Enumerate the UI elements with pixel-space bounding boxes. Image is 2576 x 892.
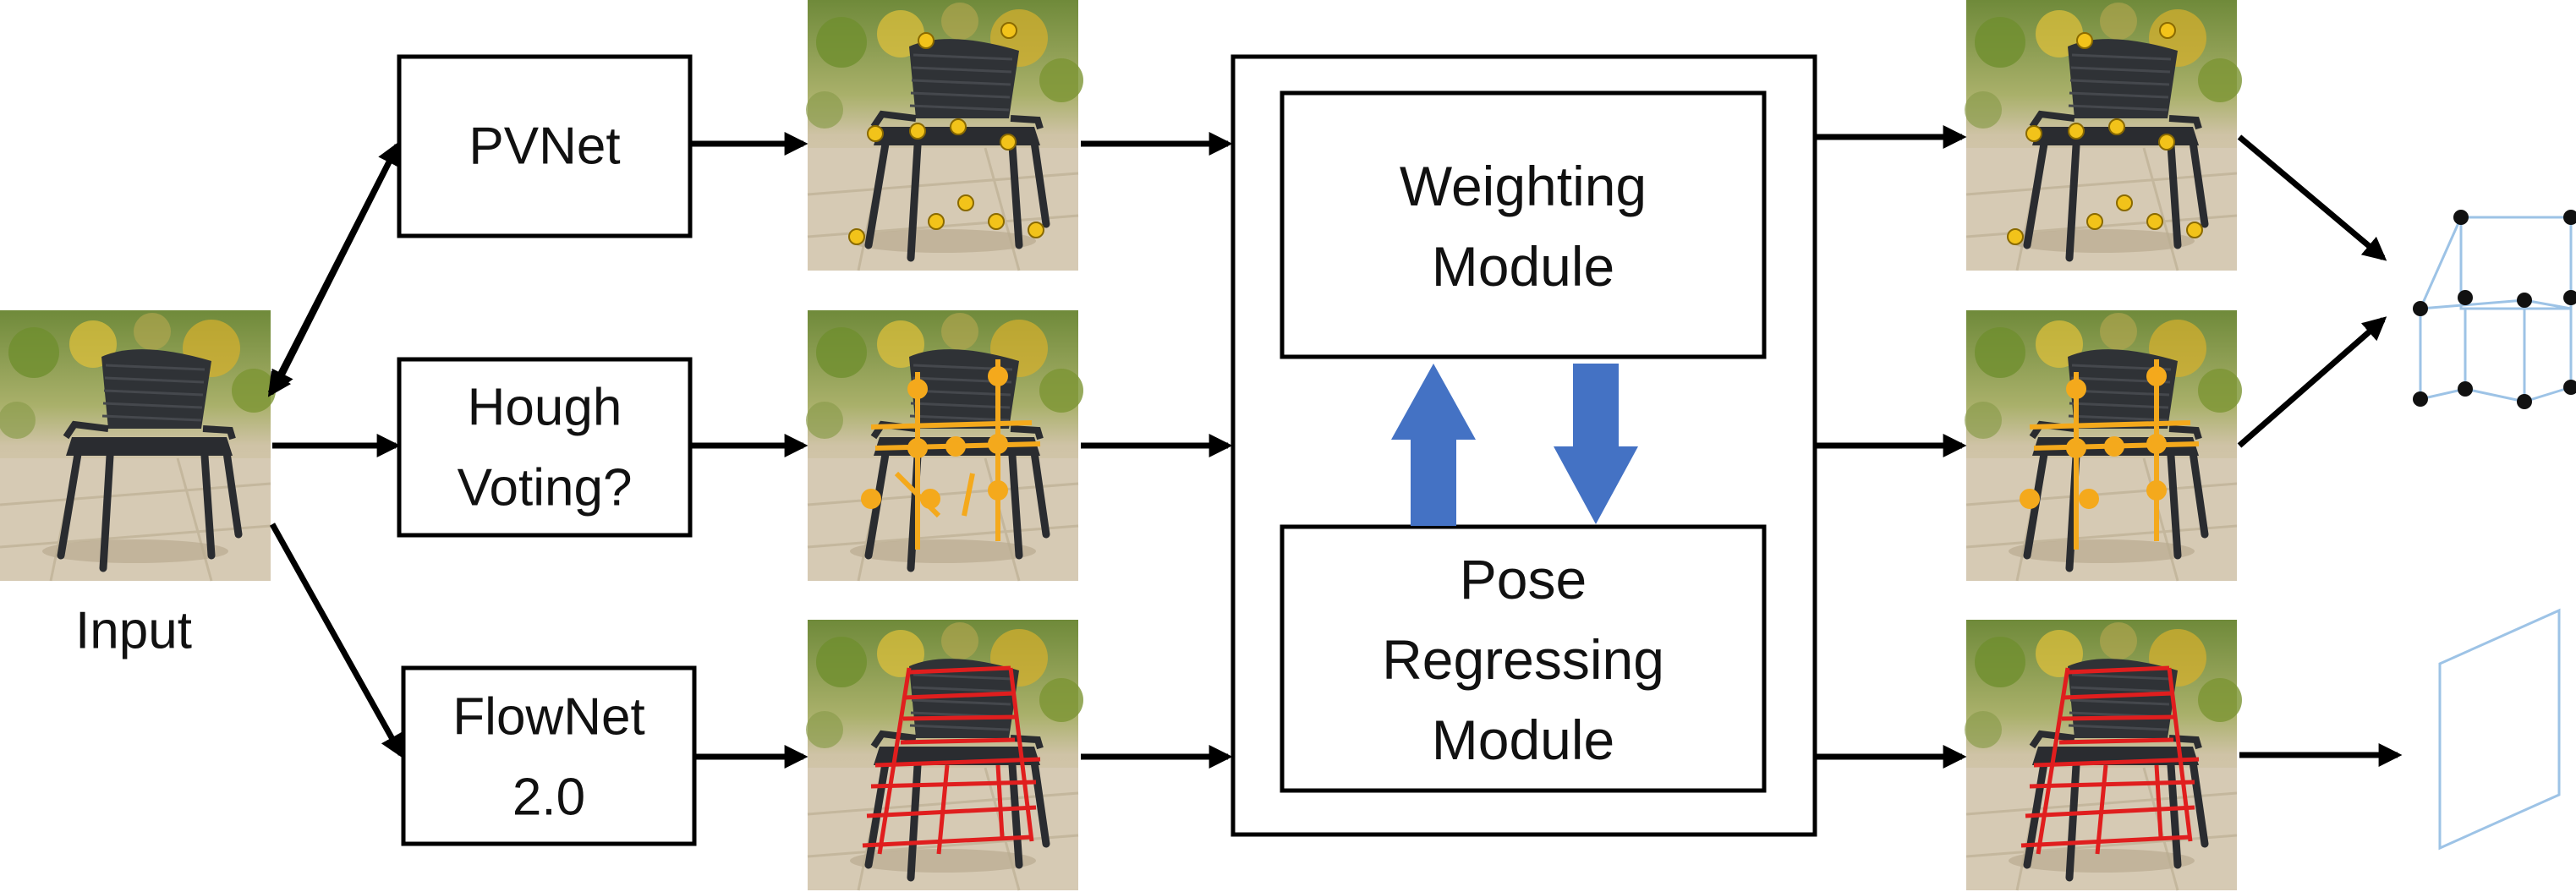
weighting-label-line1: Weighting xyxy=(1400,155,1647,217)
flow-overlay xyxy=(862,665,1041,855)
keypoint-wireframe-box-icon xyxy=(2413,210,2576,409)
weighting-module-box xyxy=(1280,90,1767,359)
pvnet-box xyxy=(397,54,693,238)
hough-voting-box xyxy=(397,357,693,538)
pose-label-line2: Regressing xyxy=(1382,628,1664,691)
plane-outline-icon xyxy=(2438,608,2561,851)
blue-up-arrow-icon xyxy=(1391,364,1476,526)
input-label: Input xyxy=(75,602,192,660)
keypoint-overlay xyxy=(2007,22,2203,245)
hough-label-line2: Voting? xyxy=(458,459,633,517)
flownet-label-line2: 2.0 xyxy=(512,769,585,827)
flownet-box xyxy=(401,665,697,846)
pvnet-label: PVNet xyxy=(469,118,620,176)
refined-flow-photo xyxy=(1965,620,2242,890)
connector-arrows xyxy=(267,125,2403,769)
hough-label-line1: Hough xyxy=(468,379,622,437)
vote-overlay xyxy=(2020,359,2200,550)
pose-label-line3: Module xyxy=(1432,709,1614,771)
flownet-label-line1: FlowNet xyxy=(452,688,644,747)
weighting-label-line2: Module xyxy=(1432,235,1614,298)
pose-regressing-module-box xyxy=(1280,524,1767,793)
blue-down-arrow-icon xyxy=(1554,364,1638,524)
keypoint-overlay xyxy=(848,22,1044,245)
flow-overlay xyxy=(2020,665,2200,855)
input-photo xyxy=(0,310,276,581)
vote-overlay xyxy=(861,359,1041,550)
flownet-output-photo xyxy=(806,620,1083,890)
pose-label-line1: Pose xyxy=(1460,548,1587,610)
